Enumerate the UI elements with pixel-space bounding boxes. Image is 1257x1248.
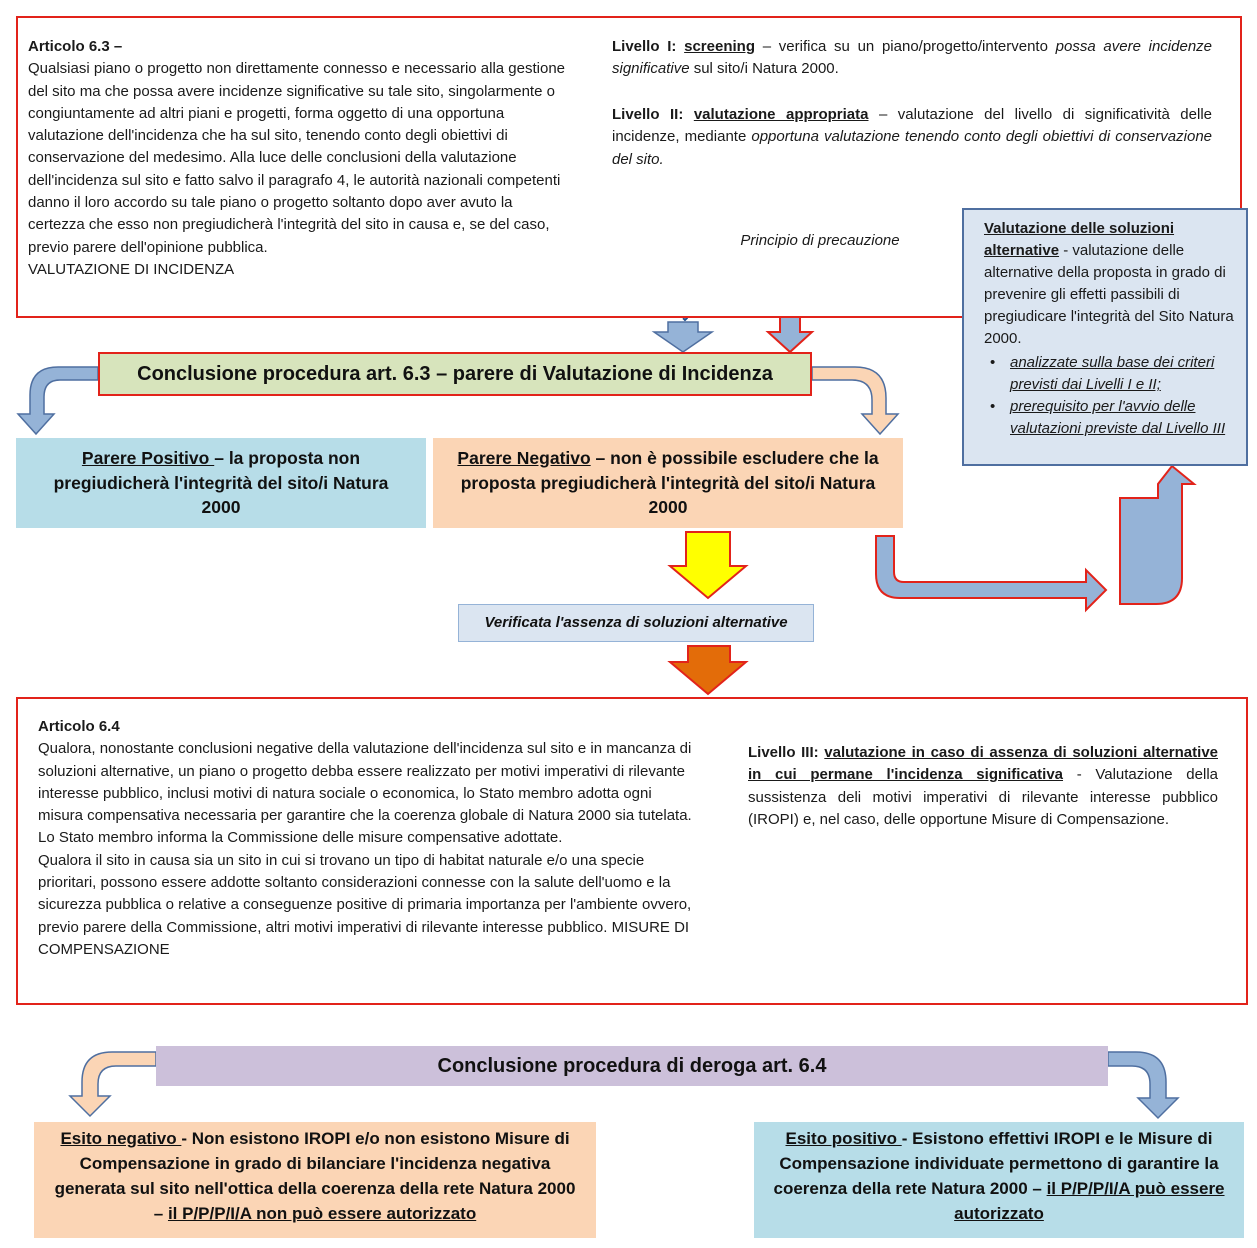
alternatives-title: Valutazione delle soluzioni alternative: [984, 220, 1175, 259]
negative-outcome-text: - Non esistono IROPI e/o non esistono Mi…: [54, 1129, 576, 1223]
positive-opinion-label: Parere Positivo: [81, 448, 215, 468]
conclusion-6-3-banner: Conclusione procedura art. 6.3 – parere …: [98, 352, 812, 396]
level-1-italic: possa avere incidenze significative: [612, 38, 1213, 78]
article-6-4-frame: [16, 697, 1248, 1005]
positive-opinion-text: – la proposta non pregiudicherà l'integr…: [53, 448, 389, 517]
level-1-text1: – verifica su un piano/progetto/interven…: [755, 38, 1056, 55]
left-curve-arrow-64: [68, 1051, 157, 1118]
article-6-3-body: Qualsiasi piano o progetto non direttame…: [28, 60, 566, 256]
article-6-4-text: Articolo 6.4 Qualora, nonostante conclus…: [38, 716, 698, 961]
article-6-3-frame: [16, 16, 1242, 318]
alternatives-desc: - valutazione delle alternative della pr…: [984, 242, 1234, 347]
positive-outcome-label: Esito positivo: [785, 1129, 902, 1148]
conclusion-6-4-label: Conclusione procedura di deroga art. 6.4: [437, 1055, 827, 1077]
precaution-label: Principio di precauzione: [740, 232, 900, 249]
level-2-text1: – valutazione del livello di significati…: [612, 106, 1212, 146]
level-2-italic: opportuna valutazione tenendo conto degl…: [612, 128, 1213, 168]
negative-opinion-label: Parere Negativo: [457, 448, 591, 468]
negative-opinion-text: – non è possibile escludere che la propo…: [460, 448, 879, 517]
level-3-prefix: Livello III:: [748, 744, 819, 761]
alternatives-bullet: analizzate sulla base dei criteri previs…: [984, 352, 1234, 396]
verified-absence-label: Verificata l'assenza di soluzioni altern…: [484, 614, 788, 631]
article-6-4-para1: Qualora, nonostante conclusioni negative…: [38, 740, 692, 847]
alternatives-bullets: analizzate sulla base dei criteri previs…: [984, 352, 1234, 440]
conclusion-6-3-label: Conclusione procedura art. 6.3 – parere …: [137, 363, 773, 385]
level-2-prefix: Livello II:: [612, 106, 684, 123]
level-2-text: Livello II: valutazione appropriata – va…: [612, 104, 1212, 171]
yellow-down-arrow: [667, 531, 749, 600]
level-1-text2: sul sito/i Natura 2000.: [689, 60, 839, 78]
positive-opinion-box: Parere Positivo – la proposta non pregiu…: [16, 438, 426, 528]
right-curve-arrow-64: [1107, 1051, 1180, 1120]
right-curve-arrow-63: [811, 366, 900, 436]
negative-outcome-box: Esito negativo - Non esistono IROPI e/o …: [34, 1122, 596, 1238]
orange-down-arrow: [667, 645, 749, 696]
positive-outcome-result: il P/P/P/I/A può essere autorizzato: [954, 1179, 1225, 1223]
positive-outcome-box: Esito positivo - Esistono effettivi IROP…: [754, 1122, 1244, 1238]
down-arrow-to-conclusion63: [651, 321, 715, 353]
article-6-4-para2-wrap: Qualora il sito in causa sia un sito in …: [38, 850, 698, 961]
level-1-text: Livello I: screening – verifica su un pi…: [612, 36, 1212, 81]
loop-up-arrow: [1119, 464, 1197, 605]
positive-outcome-text: - Esistono effettivi IROPI e le Misure d…: [773, 1129, 1219, 1198]
negative-outcome-label: Esito negativo: [60, 1129, 182, 1148]
left-curve-arrow-63: [16, 366, 99, 436]
negative-opinion-box: Parere Negativo – non è possibile esclud…: [433, 438, 903, 528]
article-6-4-tag: MISURE DI COMPENSAZIONE: [38, 918, 690, 958]
level-1-name: screening: [684, 38, 755, 55]
level-1-prefix: Livello I:: [612, 38, 677, 55]
alternatives-bullet: prerequisito per l'avvio delle valutazio…: [984, 396, 1234, 440]
negative-to-alternatives-arrow: [875, 535, 1108, 613]
article-6-4-heading: Articolo 6.4: [38, 718, 120, 735]
article-6-3-tag: VALUTAZIONE DI INCIDENZA: [28, 260, 235, 278]
verified-absence-box: Verificata l'assenza di soluzioni altern…: [458, 604, 814, 642]
article-6-4-para2: Qualora il sito in causa sia un sito in …: [38, 851, 692, 936]
alternatives-text: Valutazione delle soluzioni alternative …: [984, 218, 1234, 440]
level-3-text: - Valutazione della sussistenza deli mot…: [748, 766, 1219, 828]
level-3-name: valutazione in caso di assenza di soluzi…: [748, 744, 1218, 784]
article-6-3-text: Articolo 6.3 – Qualsiasi piano o progett…: [28, 36, 572, 281]
conclusion-6-4-banner: Conclusione procedura di deroga art. 6.4: [156, 1046, 1108, 1086]
level-2-name: valutazione appropriata: [693, 106, 869, 123]
level-3-text: Livello III: valutazione in caso di asse…: [748, 742, 1218, 831]
negative-outcome-result: il P/P/P/I/A non può essere autorizzato: [167, 1204, 477, 1223]
article-6-3-heading: Articolo 6.3 –: [28, 38, 123, 55]
